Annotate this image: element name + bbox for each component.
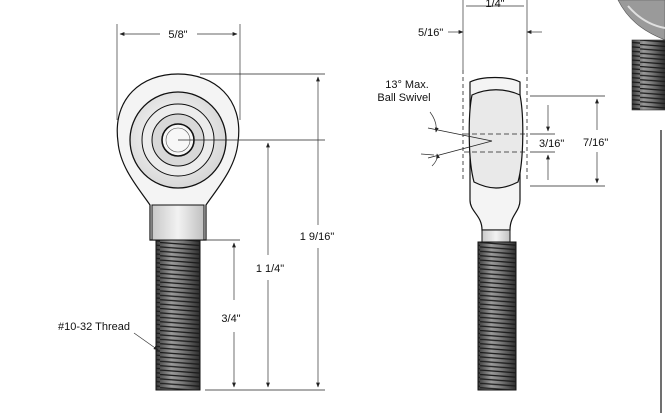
top-partial-label: 1/4" [485,0,504,10]
overall-length-label: 1 9/16" [300,231,335,243]
front-view: 5/8" 3/4" 1 1/4" 1 9/16" #10-32 Threa [58,24,335,391]
side-view: 1/4" 5/16" 13° Max. Ball Swivel 3/16" [377,0,608,391]
swivel-tick [420,153,435,156]
center-to-end-label: 1 1/4" [256,263,284,275]
swivel-label-line1: 13° Max. [385,79,429,91]
swivel-arrow-upper [429,111,439,133]
width-label: 5/8" [168,29,187,41]
swivel-line-upper [427,127,493,142]
swivel-label-line2: Ball Swivel [377,92,430,104]
body-width-label: 5/16" [418,27,443,39]
swivel-arrow-lower [431,153,440,167]
bore-label: 3/16" [539,138,564,150]
side-ball [468,89,524,189]
side-neck [481,229,511,243]
side-thread-pattern [478,242,516,390]
rod-end-photo-icon [617,0,665,111]
ball-width-label: 7/16" [583,137,608,149]
thread-length-label: 3/4" [221,313,240,325]
neck [151,204,205,241]
thread-leader [133,332,159,351]
thread-pattern [156,240,200,390]
thread-callout-label: #10-32 Thread [58,321,130,333]
